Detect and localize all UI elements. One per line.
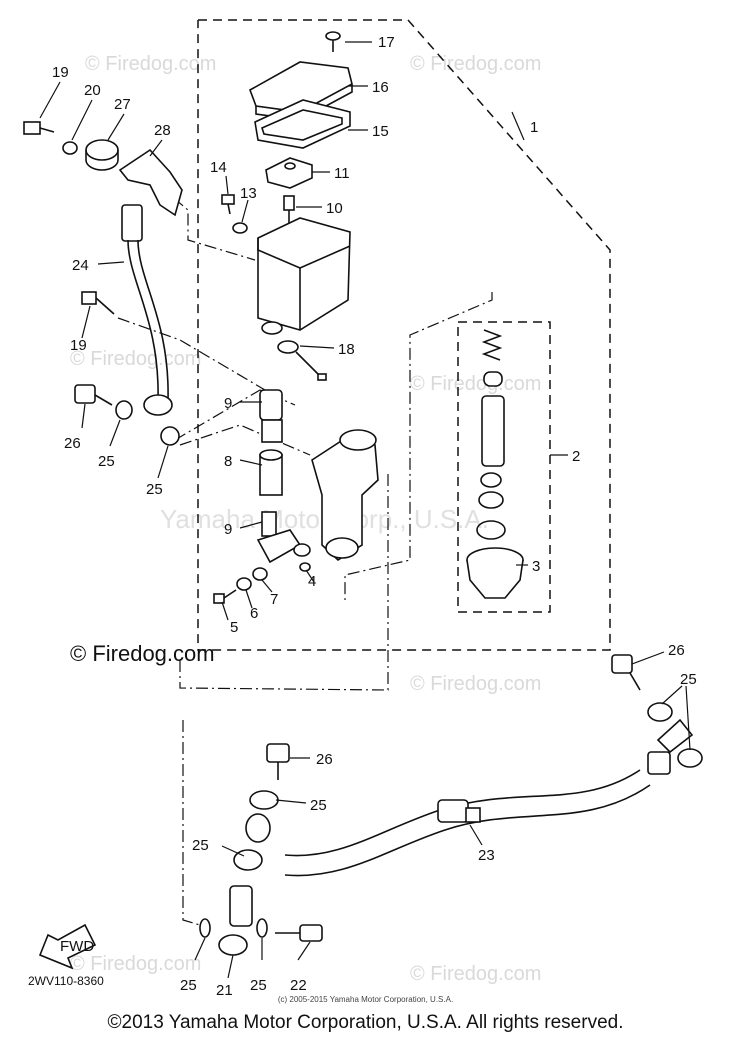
reservoir-body xyxy=(257,217,351,335)
assembly-1-outline xyxy=(197,19,611,651)
fwd-label: FWD xyxy=(60,938,94,955)
callout-9: 9 xyxy=(224,521,232,538)
fwd-arrow-icon: FWD xyxy=(38,923,97,970)
callout-26: 26 xyxy=(64,435,81,452)
callout-2: 2 xyxy=(572,448,580,465)
watermark: © Firedog.com xyxy=(410,963,541,985)
callout-20: 20 xyxy=(84,82,101,99)
callout-5: 5 xyxy=(230,619,238,636)
part-12-washer xyxy=(232,222,248,234)
callout-6: 6 xyxy=(250,605,258,622)
footer-copyright: ©2013 Yamaha Motor Corporation, U.S.A. A… xyxy=(107,1012,624,1033)
part-14-diaphragm xyxy=(254,99,351,149)
small-copyright: (c) 2005-2015 Yamaha Motor Corporation, … xyxy=(277,995,454,1004)
callout-25: 25 xyxy=(310,797,327,814)
part-25-washer xyxy=(160,426,180,446)
callout-16: 17 xyxy=(378,34,395,51)
part-6-washer xyxy=(236,577,252,591)
callout-22: 22 xyxy=(290,977,307,994)
callout-25: 25 xyxy=(192,837,209,854)
watermark: © Firedog.com xyxy=(85,53,216,75)
callout-25: 25 xyxy=(250,977,267,994)
watermark: © Firedog.com xyxy=(70,953,201,975)
callout-25: 25 xyxy=(680,671,697,688)
part-20-washer xyxy=(62,141,78,155)
watermark: © Firedog.com xyxy=(410,53,541,75)
callout-17: 18 xyxy=(338,341,355,358)
callout-28: 28 xyxy=(154,122,171,139)
callout-15: 16 xyxy=(372,79,389,96)
watermarks: © Firedog.com © Firedog.com © Firedog.co… xyxy=(70,53,541,985)
part-27-grommet xyxy=(85,139,119,171)
callout-26: 26 xyxy=(316,751,333,768)
master-cylinder-body xyxy=(311,429,379,562)
part-26-bolt-right xyxy=(611,654,641,691)
callout-13: 14 xyxy=(210,159,227,176)
watermark: © Firedog.com xyxy=(410,673,541,695)
guide-lines xyxy=(117,169,493,926)
callout-1: 1 xyxy=(530,119,538,136)
piston-kit xyxy=(476,329,506,540)
callout-12: 13 xyxy=(240,185,257,202)
part-17-switch xyxy=(277,340,327,381)
callout-7: 7 xyxy=(270,591,278,608)
callout-10: 10 xyxy=(326,200,343,217)
callout-19: 19 xyxy=(52,64,69,81)
part-5-bolt xyxy=(213,589,237,604)
part-13-screw xyxy=(221,194,235,215)
callout-11: 11 xyxy=(334,165,350,182)
leader-lines xyxy=(39,41,691,979)
callout-23: 23 xyxy=(478,847,495,864)
callout-3: 3 xyxy=(532,558,540,575)
watermark: © Firedog.com xyxy=(410,373,541,395)
callout-4: 4 xyxy=(308,573,316,590)
callout-14: 15 xyxy=(372,123,389,140)
part-16-screw xyxy=(325,31,341,52)
lower-hose-assembly xyxy=(199,743,651,956)
callout-24: 24 xyxy=(72,257,89,274)
part-9-boot-lower xyxy=(256,511,311,564)
callout-25: 25 xyxy=(146,481,163,498)
part-18-bolt xyxy=(81,291,115,315)
site-copyright: © Firedog.com xyxy=(70,641,215,666)
part-3-boot xyxy=(466,547,524,599)
assembly-2-outline xyxy=(457,321,551,613)
callout-25: 25 xyxy=(98,453,115,470)
part-7-nut xyxy=(252,567,268,581)
callout-18: 19 xyxy=(70,337,87,354)
part-26-bolt-upper xyxy=(74,384,113,406)
callout-8: 8 xyxy=(224,453,232,470)
callout-26: 26 xyxy=(668,642,685,659)
callout-labels: 17 16 15 11 10 14 13 18 1 2 3 9 8 9 4 5 … xyxy=(52,34,697,999)
part-9-boot-upper xyxy=(259,389,283,443)
callout-9: 9 xyxy=(224,395,232,412)
part-28-bracket xyxy=(118,148,183,217)
callout-25: 25 xyxy=(180,977,197,994)
watermark: © Firedog.com xyxy=(70,348,201,370)
part-19-bolt xyxy=(23,121,55,135)
part-8-rod xyxy=(259,449,283,496)
diagram-code: 2WV110-8360 xyxy=(28,974,104,988)
part-11-plate xyxy=(265,157,313,189)
callout-21: 21 xyxy=(216,982,233,999)
callout-27: 27 xyxy=(114,96,131,113)
part-4-oring xyxy=(299,562,311,572)
part-25-washer-right xyxy=(647,702,703,775)
part-24-hose xyxy=(121,204,173,416)
part-25-washer xyxy=(115,400,133,420)
